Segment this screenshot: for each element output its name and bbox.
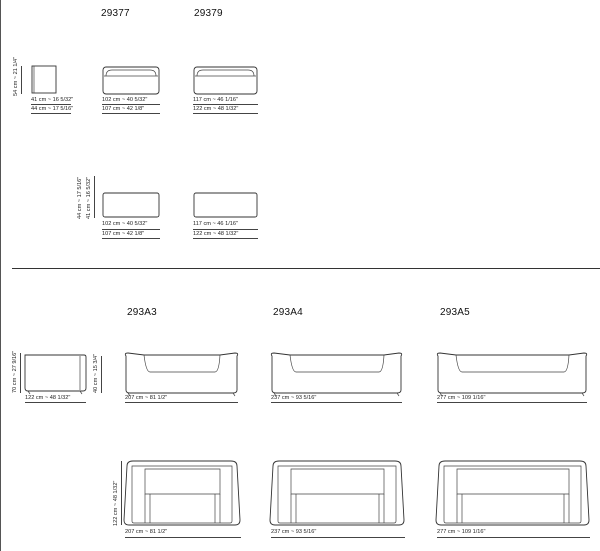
product-code-293A3: 293A3 [127, 307, 157, 318]
r1-29377-width-2: 107 cm ~ 42 1/8" [102, 106, 145, 112]
dim-line [102, 229, 160, 230]
r1-29377-width-1: 102 cm ~ 40 5/32" [102, 97, 148, 103]
dim-line [193, 229, 258, 230]
plan-depth-line [121, 461, 122, 525]
dim-line [102, 113, 160, 114]
r2-height-line [94, 176, 95, 218]
dim-line [193, 104, 258, 105]
plan-depth: 122 cm ~ 48 1/32" [113, 480, 119, 526]
seat-height-line [101, 356, 102, 393]
dim-line [271, 402, 402, 403]
a4-width: 237 cm ~ 93 5/16" [271, 395, 317, 401]
ottoman-side-view [31, 65, 258, 218]
a5-width: 277 cm ~ 109 1/16" [437, 395, 486, 401]
dim-line [193, 238, 258, 239]
r2-29377-width-2: 107 cm ~ 42 1/8" [102, 231, 145, 237]
dim-line [271, 537, 405, 538]
dim-line [125, 537, 241, 538]
r2-29379-width-2: 122 cm ~ 48 1/32" [193, 231, 239, 237]
a4-plan-width: 237 cm ~ 93 5/16" [271, 529, 317, 535]
dim-line [102, 238, 160, 239]
left-border [0, 0, 1, 551]
r1-29379-width-2: 122 cm ~ 48 1/32" [193, 106, 239, 112]
dim-line [437, 402, 587, 403]
product-code-293A5: 293A5 [440, 307, 470, 318]
dim-line [125, 402, 238, 403]
dim-line [102, 104, 160, 105]
a3-width: 207 cm ~ 81 1/2" [125, 395, 168, 401]
side-view-height-line [20, 353, 21, 393]
r1-29379-width-1: 117 cm ~ 46 1/16" [193, 97, 238, 103]
dim-line [31, 113, 71, 114]
dim-line [31, 104, 71, 105]
a5-plan-width: 277 cm ~ 109 1/16" [437, 529, 486, 535]
side-width-1: 41 cm ~ 16 5/32" [31, 97, 74, 103]
product-code-293A4: 293A4 [273, 307, 303, 318]
side-width-2: 44 cm ~ 17 5/16" [31, 106, 74, 112]
dim-line [437, 537, 590, 538]
side-view-height: 70 cm ~ 27 9/16" [12, 350, 18, 393]
seat-height: 40 cm ~ 15 3/4" [93, 353, 99, 393]
r2-29379-width-1: 117 cm ~ 46 1/16" [193, 221, 238, 227]
side-view-width: 122 cm ~ 48 1/32" [25, 395, 71, 401]
section-separator [12, 268, 600, 269]
side-height-line [21, 66, 22, 94]
dim-line [25, 402, 86, 403]
dim-line [193, 113, 258, 114]
r2-29377-width-1: 102 cm ~ 40 5/32" [102, 221, 148, 227]
product-code-29377: 29377 [101, 8, 130, 19]
product-code-29379: 29379 [194, 8, 223, 19]
a3-plan-width: 207 cm ~ 81 1/2" [125, 529, 168, 535]
